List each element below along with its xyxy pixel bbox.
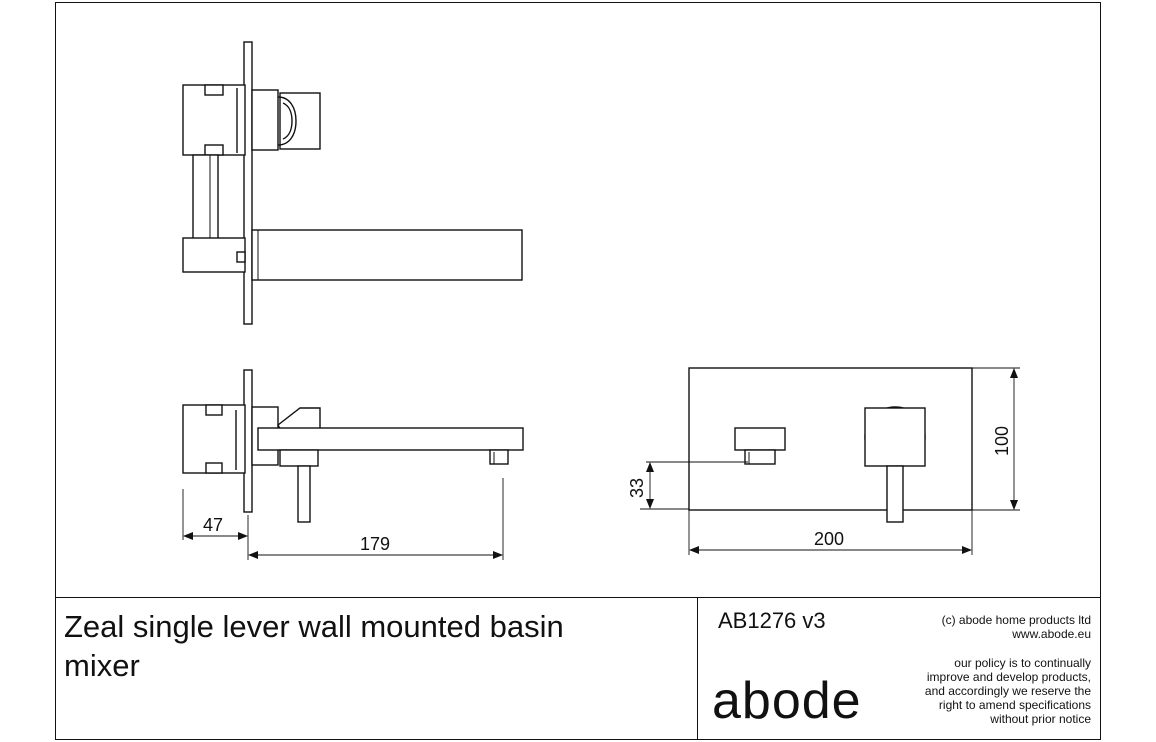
dim-label-spout-reach: 179 — [360, 534, 390, 554]
top-view-spout-body — [182, 237, 246, 273]
top-view-lever-handle — [279, 92, 321, 150]
top-view-lever-collar — [251, 89, 279, 151]
policy-line: without prior notice — [989, 712, 1091, 726]
dim-label-spout-height: 33 — [627, 478, 647, 498]
top-view-connecting-pipe — [192, 154, 219, 241]
front-view-lever-head — [864, 407, 926, 467]
policy-line: and accordingly we reserve the — [925, 684, 1091, 698]
front-view: 33 100 200 — [627, 367, 1020, 555]
policy-line: our policy is to continually — [954, 656, 1091, 670]
front-view-spout — [734, 427, 786, 451]
side-view-valve-body — [182, 404, 246, 474]
front-view-wall-plate — [688, 367, 973, 511]
side-view-lever-stem — [297, 465, 311, 523]
top-view-wall-plate — [243, 41, 253, 325]
product-code: AB1276 v3 — [718, 608, 826, 633]
dim-label-plate-width: 200 — [814, 529, 844, 549]
product-title-line-1: Zeal single lever wall mounted basin — [64, 609, 564, 644]
policy-line: right to amend specifications — [939, 698, 1091, 712]
front-view-spout-outlet — [744, 449, 776, 465]
top-view — [182, 41, 523, 325]
top-view-spout — [251, 229, 523, 281]
top-view-valve-body — [182, 84, 246, 156]
side-view: 47 179 — [182, 369, 524, 560]
copyright-notice: (c) abode home products ltd — [942, 613, 1091, 627]
side-view-spout-outlet — [489, 449, 509, 465]
brand-logo: abode — [712, 672, 862, 730]
title-block: Zeal single lever wall mounted basin mix… — [64, 608, 1091, 730]
sheet-border — [55, 2, 1101, 740]
dim-label-wall-projection: 47 — [203, 515, 223, 535]
front-view-lever-stem — [886, 465, 904, 523]
website-url: www.abode.eu — [1011, 627, 1091, 641]
dim-label-plate-height: 100 — [992, 426, 1012, 456]
side-view-spout — [257, 427, 524, 451]
product-title-line-2: mixer — [64, 648, 140, 683]
policy-line: improve and develop products, — [927, 670, 1091, 684]
